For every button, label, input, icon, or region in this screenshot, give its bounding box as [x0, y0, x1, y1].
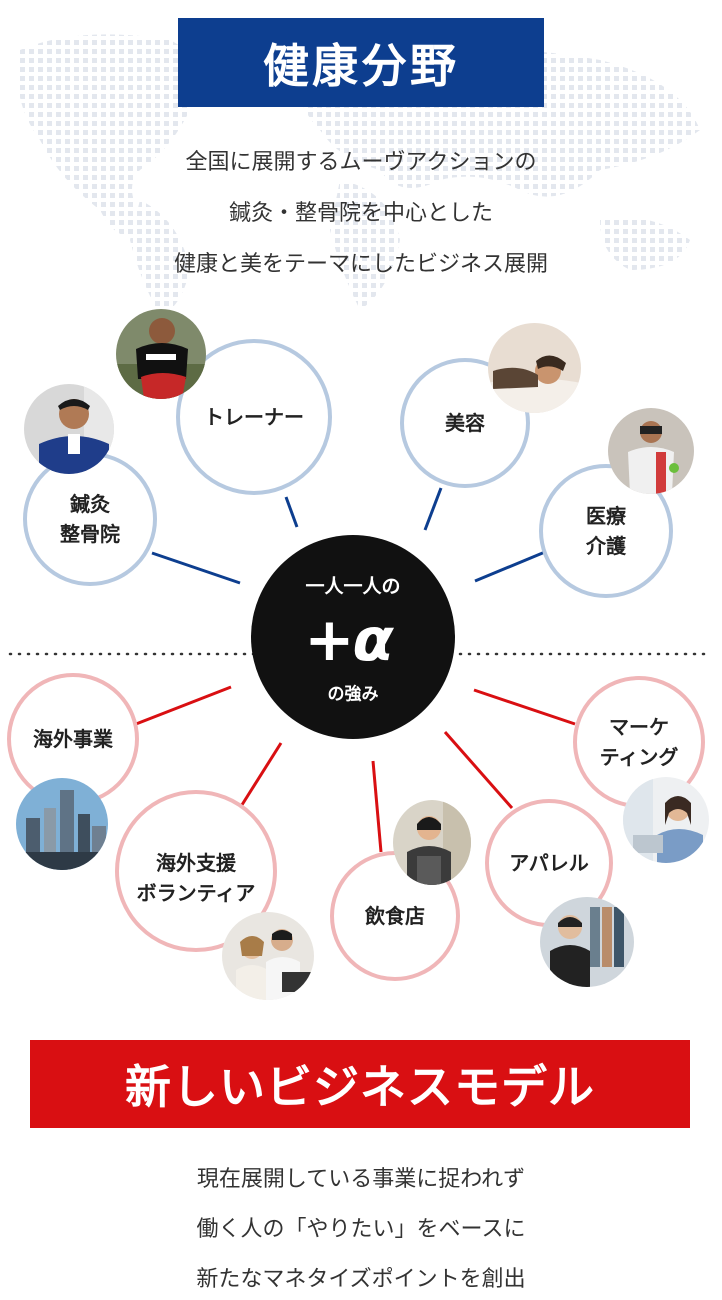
node-ring-volunteer — [115, 790, 277, 952]
node-volunteer-label-2: ボランティア — [136, 881, 256, 905]
outro-line-2: 働く人の「やりたい」をベースに — [196, 1217, 526, 1242]
hub-bottom-label: の強み — [327, 684, 379, 705]
overseas-city-photo — [16, 778, 108, 870]
connector-marketing — [473, 688, 576, 726]
node-marketing-label-2: ティング — [599, 745, 679, 769]
intro-line-2: 鍼灸・整骨院を中心とした — [228, 201, 493, 226]
node-trainer-label: トレーナー — [204, 405, 304, 429]
outro-line-3: 新たなマネタイズポイントを創出 — [196, 1267, 526, 1292]
hub-top-label: 一人一人の — [305, 575, 401, 598]
apparel-photo — [540, 897, 634, 987]
connector-apparel — [443, 731, 514, 809]
node-beauty-label: 美容 — [445, 411, 485, 435]
marketing-photo — [623, 777, 709, 863]
connector-beauty — [423, 487, 443, 531]
node-acupuncture-label-1: 鍼灸 — [70, 492, 110, 516]
hub-main-label: +α — [304, 605, 393, 675]
connector-medical — [474, 550, 546, 583]
node-acupuncture-label-2: 整骨院 — [60, 522, 120, 546]
trainer-photo — [116, 309, 206, 399]
node-medical-label-1: 医療 — [586, 504, 626, 528]
node-medical-label-2: 介護 — [586, 534, 626, 558]
medical-photo — [608, 408, 694, 494]
node-acupuncture: 鍼灸 整骨院 — [60, 489, 120, 549]
volunteer-photo — [222, 912, 314, 1000]
node-volunteer: 海外支援 ボランティア — [137, 848, 256, 908]
new-business-model-banner: 新しいビジネスモデル — [30, 1040, 690, 1128]
node-overseas-label: 海外事業 — [33, 727, 113, 751]
connector-acupuncture — [151, 551, 241, 585]
node-marketing-label-1: マーケ — [609, 715, 669, 739]
node-volunteer-label-1: 海外支援 — [156, 851, 236, 875]
node-apparel: アパレル — [509, 848, 589, 878]
connector-overseas — [135, 685, 232, 726]
node-trainer: トレーナー — [204, 402, 304, 432]
hub-circle — [251, 535, 455, 739]
node-restaurant: 飲食店 — [365, 901, 425, 931]
node-medical: 医療 介護 — [586, 501, 626, 561]
node-beauty: 美容 — [445, 408, 485, 438]
node-ring-trainer — [176, 339, 332, 495]
outro-line-1: 現在展開している事業に捉われず — [196, 1167, 526, 1192]
intro-line-1: 全国に展開するムーヴアクションの — [185, 150, 537, 175]
connector-restaurant — [371, 760, 383, 853]
intro-line-3: 健康と美をテーマにしたビジネス展開 — [173, 252, 548, 277]
node-restaurant-label: 飲食店 — [365, 904, 425, 928]
node-marketing: マーケ ティング — [600, 712, 679, 772]
node-overseas: 海外事業 — [33, 724, 113, 754]
beauty-photo — [488, 323, 581, 413]
connector-volunteer — [238, 742, 283, 809]
health-field-banner: 健康分野 — [178, 18, 544, 107]
node-apparel-label: アパレル — [509, 851, 589, 875]
connector-trainer — [284, 496, 299, 528]
business-network-diagram — [7, 339, 714, 981]
acupuncture-photo — [24, 384, 114, 474]
node-ring-medical — [539, 464, 673, 598]
restaurant-photo — [393, 800, 471, 885]
